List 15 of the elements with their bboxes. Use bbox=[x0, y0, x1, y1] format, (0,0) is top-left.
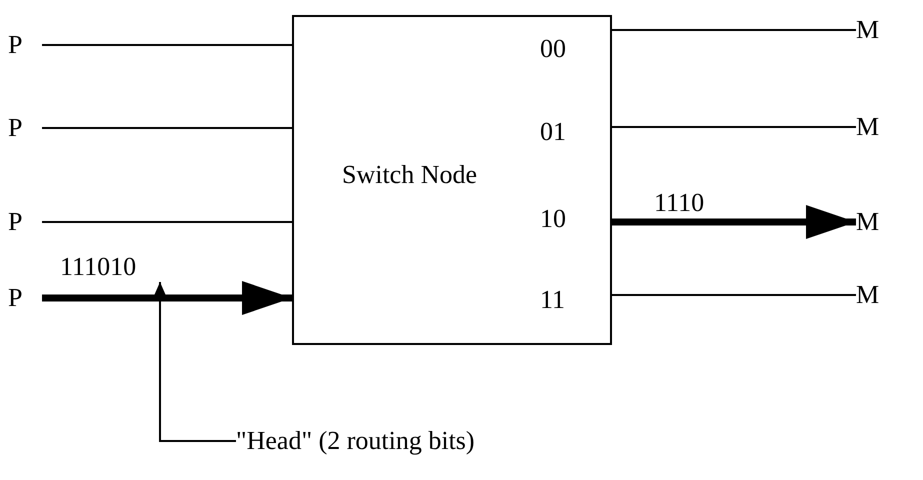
leader-arrow bbox=[153, 282, 236, 442]
connector-line bbox=[612, 126, 856, 128]
connector-line bbox=[42, 44, 292, 46]
arrow bbox=[612, 205, 856, 239]
connector-line bbox=[42, 127, 292, 129]
port-label: 01 bbox=[540, 117, 566, 147]
connector-line bbox=[612, 294, 856, 296]
connector-line bbox=[42, 221, 292, 223]
port-label: 10 bbox=[540, 204, 566, 234]
node-title: Switch Node bbox=[342, 158, 478, 191]
switch-node-box bbox=[292, 15, 612, 345]
port-label: 00 bbox=[540, 34, 566, 64]
port-label: 11 bbox=[540, 285, 566, 315]
connector-line bbox=[612, 29, 856, 31]
arrow bbox=[42, 281, 292, 315]
